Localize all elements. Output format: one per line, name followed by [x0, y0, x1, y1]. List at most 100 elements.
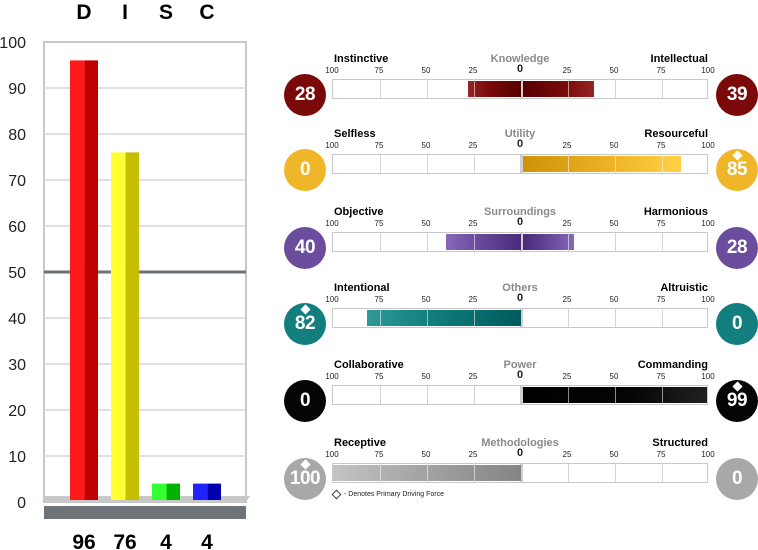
- right-label: Commanding: [637, 359, 708, 371]
- track-gridline: [520, 386, 523, 404]
- axis-tick-label: 50: [609, 295, 619, 304]
- axis-tick-label: 50: [421, 141, 431, 150]
- right-bar-fill: [523, 387, 708, 403]
- left-score: 0: [299, 390, 311, 411]
- fill-separator: [473, 310, 475, 326]
- fill-separator: [427, 465, 428, 481]
- fill-separator: [379, 310, 381, 326]
- right-score-circle: 39: [716, 74, 758, 116]
- y-tick-label: 90: [8, 81, 26, 98]
- left-score-circle: 0: [284, 149, 326, 191]
- left-label: Receptive: [334, 437, 386, 449]
- bar-track: [332, 308, 708, 328]
- y-tick-label: 100: [0, 35, 26, 52]
- left-score: 28: [294, 84, 316, 105]
- left-score-circle: 82: [284, 303, 326, 345]
- track-gridline: [380, 80, 381, 98]
- right-score: 0: [731, 468, 743, 489]
- right-score-circle: 85: [716, 149, 758, 191]
- bar-i-side: [125, 152, 139, 500]
- track-gridline: [474, 155, 475, 173]
- value-label: 96: [72, 531, 95, 550]
- left-score: 82: [294, 313, 316, 334]
- left-label: Objective: [334, 206, 384, 218]
- left-bar-fill: [445, 234, 521, 250]
- axis-tick-label: 75: [374, 66, 384, 75]
- bar-s: [152, 483, 167, 500]
- right-label: Structured: [652, 437, 708, 449]
- bar-track: [332, 463, 708, 483]
- track-gridline: [520, 464, 523, 482]
- category-label: I: [122, 1, 128, 24]
- right-score: 28: [726, 237, 748, 258]
- fill-separator: [380, 465, 381, 481]
- axis-tick-label: 100: [701, 450, 715, 459]
- category-label: S: [159, 1, 173, 24]
- fill-separator: [615, 156, 616, 172]
- fill-separator: [662, 387, 663, 403]
- track-gridline: [615, 233, 616, 251]
- axis-tick-label: 75: [374, 295, 384, 304]
- fill-separator: [568, 234, 569, 250]
- right-label: Altruistic: [660, 282, 708, 294]
- y-tick-label: 80: [8, 127, 26, 144]
- fill-separator: [568, 81, 569, 97]
- right-score: 0: [731, 313, 743, 334]
- right-score: 39: [726, 84, 748, 105]
- axis-tick-label: 100: [325, 295, 339, 304]
- bar-track: [332, 154, 708, 174]
- track-gridline: [615, 80, 616, 98]
- bar-track: [332, 385, 708, 405]
- track-gridline: [615, 464, 616, 482]
- axis-tick-label: 100: [701, 295, 715, 304]
- axis-tick-label: 25: [562, 295, 572, 304]
- value-label: 76: [113, 531, 136, 550]
- track-gridline: [520, 233, 523, 251]
- axis-tick-label: 25: [562, 66, 572, 75]
- axis-tick-label: 100: [325, 219, 339, 228]
- right-score-circle: 0: [716, 458, 758, 500]
- axis-tick-label: 25: [468, 295, 478, 304]
- y-tick-label: 50: [8, 265, 26, 282]
- axis-tick-label: 25: [468, 450, 478, 459]
- axis-tick-label: 50: [421, 219, 431, 228]
- axis-tick-label: 50: [609, 219, 619, 228]
- right-score-circle: 28: [716, 227, 758, 269]
- value-label: 4: [201, 531, 213, 550]
- axis-tick-label: 100: [325, 450, 339, 459]
- right-label: Harmonious: [643, 206, 708, 218]
- motivator-title: Power: [503, 359, 537, 371]
- bar-track: [332, 79, 708, 99]
- axis-tick-label: 50: [609, 141, 619, 150]
- axis-tick-label: 100: [701, 219, 715, 228]
- bar-d-side: [84, 60, 98, 501]
- track-gridline: [380, 233, 381, 251]
- right-label: Resourceful: [644, 128, 708, 140]
- y-tick-label: 60: [8, 219, 26, 236]
- category-label: D: [76, 1, 91, 24]
- y-tick-label: 70: [8, 173, 26, 190]
- y-tick-label: 30: [8, 357, 26, 374]
- axis-tick-label: 75: [656, 295, 666, 304]
- axis-tick-label: 0: [516, 447, 524, 459]
- axis-tick-label: 100: [701, 66, 715, 75]
- bar-s-side: [166, 483, 180, 500]
- left-score-circle: 28: [284, 74, 326, 116]
- track-gridline: [520, 309, 523, 327]
- left-score-circle: 100: [284, 458, 326, 500]
- right-score: 99: [726, 390, 748, 411]
- track-gridline: [662, 233, 663, 251]
- fill-separator: [662, 156, 663, 172]
- axis-tick-label: 75: [656, 141, 666, 150]
- track-gridline: [380, 386, 381, 404]
- right-score-circle: 99: [716, 380, 758, 422]
- fill-separator: [473, 234, 475, 250]
